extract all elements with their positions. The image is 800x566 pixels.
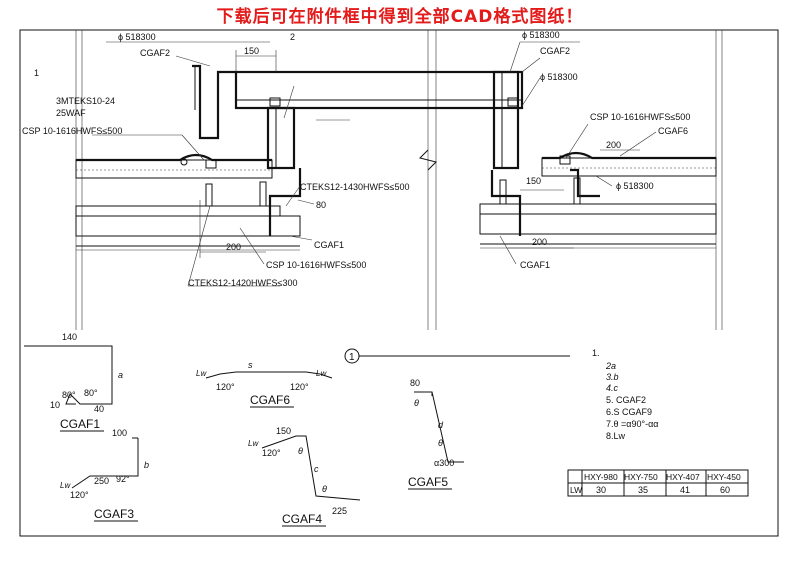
svg-text:150: 150 — [276, 426, 291, 436]
svg-text:120°: 120° — [290, 382, 309, 392]
note-item: 2a — [605, 361, 616, 371]
note-item: 7.θ =α90°-αα — [606, 419, 658, 429]
notes-heading: 1. — [592, 348, 600, 358]
note-item: 4.c — [606, 383, 619, 393]
dim-200-left: 200 — [226, 242, 241, 252]
cgaf1-title: CGAF1 — [60, 417, 100, 431]
svg-text:100: 100 — [112, 428, 127, 438]
table-header: HXY-980 — [584, 472, 618, 482]
table-header: HXY-407 — [666, 472, 700, 482]
table-cell: 35 — [638, 485, 648, 495]
svg-text:80°: 80° — [84, 388, 98, 398]
drawing-frame — [19, 29, 779, 537]
cgaf5-title: CGAF5 — [408, 475, 448, 489]
svg-text:a: a — [118, 370, 123, 380]
download-banner: 下载后可在附件框中得到全部CAD格式图纸！ — [216, 7, 584, 27]
dim-150-right: 150 — [526, 176, 541, 186]
cgaf1-right-label: CGAF1 — [520, 260, 550, 270]
note-item: 6.S CGAF9 — [606, 407, 652, 417]
teks-label-line1: 3MTEKS10-24 — [56, 96, 115, 106]
cgaf1-left-label: CGAF1 — [314, 240, 344, 250]
cgaf6-label: CGAF6 — [658, 126, 688, 136]
svg-text:Lw: Lw — [248, 439, 259, 448]
svg-text:225: 225 — [332, 506, 347, 516]
svg-text:80: 80 — [410, 378, 420, 388]
section-mark: 1 — [344, 348, 570, 364]
phi-right-mid-label: ϕ 518300 — [540, 72, 578, 82]
cgaf6-profile: s 120° 120° Lw Lw CGAF6 — [196, 360, 333, 408]
cgaf4-profile: 150 c θ θ 225 120° Lw CGAF4 — [248, 426, 361, 527]
lw-table: HXY-980 HXY-750 HXY-407 HXY-450 LW 30 35… — [567, 469, 749, 497]
svg-text:250: 250 — [94, 476, 109, 486]
cgaf3-profile: 100 b 250 92° 120° Lw CGAF3 — [60, 428, 149, 522]
note-item: 5. CGAF2 — [606, 395, 646, 405]
svg-text:Lw: Lw — [316, 369, 327, 378]
dim-200-right: 200 — [532, 237, 547, 247]
svg-text:10: 10 — [50, 400, 60, 410]
cgaf1-profile: 140 a 80° 80° 10 40 CGAF1 — [24, 332, 123, 432]
svg-text:120°: 120° — [216, 382, 235, 392]
svg-text:θ: θ — [322, 484, 327, 494]
cgaf2-right-label: CGAF2 — [540, 46, 570, 56]
table-header: HXY-450 — [707, 472, 741, 482]
svg-text:θ: θ — [298, 446, 303, 456]
table-cell: 41 — [680, 485, 690, 495]
csp-right-label: CSP 10-1616HWFS≤500 — [590, 112, 690, 122]
svg-text:120°: 120° — [70, 490, 89, 500]
svg-text:θ: θ — [414, 398, 419, 408]
svg-text:120°: 120° — [262, 448, 281, 458]
cgaf6-title: CGAF6 — [250, 393, 290, 407]
svg-text:40: 40 — [94, 404, 104, 414]
table-cell: 30 — [596, 485, 606, 495]
cgaf5-profile: 80 d θ θ α300 CGAF5 — [408, 378, 464, 490]
cteks-1430-label: CTEKS12-1430HWFS≤500 — [300, 182, 410, 192]
svg-text:b: b — [144, 460, 149, 470]
notes: 1. 2a 3.b 4.c 5. CGAF2 6.S CGAF9 7.θ =α9… — [592, 348, 658, 441]
svg-text:θ: θ — [438, 438, 443, 448]
cgaf4-title: CGAF4 — [282, 512, 322, 526]
svg-text:c: c — [314, 464, 319, 474]
svg-text:Lw: Lw — [60, 481, 71, 490]
phi-right-top-label: ϕ 518300 — [522, 30, 560, 40]
svg-text:s: s — [248, 360, 253, 370]
cteks-1420-label: CTEKS12-1420HWFS≤300 — [188, 278, 298, 288]
svg-text:92°: 92° — [116, 474, 130, 484]
note-item: 8.Lw — [606, 431, 626, 441]
svg-text:α300: α300 — [434, 458, 454, 468]
csp-bottom-label: CSP 10-1616HWFS≤500 — [266, 260, 366, 270]
grid-label: 2 — [290, 32, 295, 42]
svg-text:140: 140 — [62, 332, 77, 342]
phi-right-low-label: ϕ 518300 — [616, 181, 654, 191]
dim-80: 80 — [316, 200, 326, 210]
phi-left-label: ϕ 518300 — [118, 32, 156, 42]
teks-label-line2: 25WAF — [56, 108, 86, 118]
csp-left-label: CSP 10-1616HWFS≤500 — [22, 126, 122, 136]
svg-text:1: 1 — [349, 352, 355, 363]
table-row-label: LW — [570, 485, 582, 495]
dim-150-left: 150 — [244, 46, 259, 56]
cgaf3-title: CGAF3 — [94, 507, 134, 521]
svg-text:d: d — [438, 420, 444, 430]
svg-text:Lw: Lw — [196, 369, 207, 378]
roof-section-detail — [75, 30, 723, 330]
table-header: HXY-750 — [624, 472, 658, 482]
cgaf2-left-label: CGAF2 — [140, 48, 170, 58]
svg-text:80°: 80° — [62, 390, 76, 400]
index-label: 1 — [34, 68, 39, 78]
dim-200-top-right: 200 — [606, 140, 621, 150]
table-cell: 60 — [720, 485, 730, 495]
note-item: 3.b — [606, 372, 619, 382]
